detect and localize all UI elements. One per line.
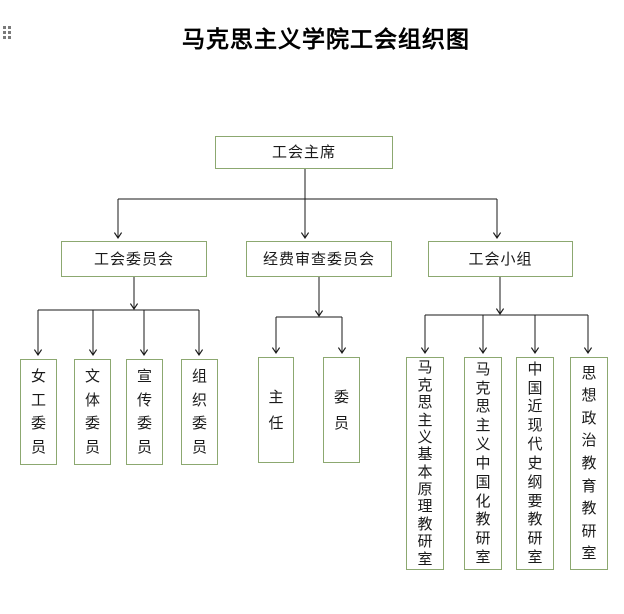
drag-dot (3, 36, 6, 39)
node-marxism-sinicization-office: 马克思主义中国化教研室 (464, 357, 502, 570)
node-funds-review-committee: 经费审查委员会 (246, 241, 392, 277)
drag-dot (3, 31, 6, 34)
drag-dot (3, 26, 6, 29)
drag-dot (8, 26, 11, 29)
node-organization-member: 组织委员 (181, 359, 218, 465)
node-ideological-political-education-office: 思想政治教育教研室 (570, 357, 608, 570)
node-union-group: 工会小组 (428, 241, 573, 277)
node-member: 委员 (323, 357, 360, 463)
drag-dot (8, 31, 11, 34)
drag-dot (8, 36, 11, 39)
page-title: 马克思主义学院工会组织图 (182, 26, 470, 53)
node-women-worker-member: 女工委员 (20, 359, 57, 465)
node-union-committee: 工会委员会 (61, 241, 207, 277)
node-union-chairman: 工会主席 (215, 136, 393, 169)
node-publicity-member: 宣传委员 (126, 359, 163, 465)
node-culture-sports-member: 文体委员 (74, 359, 111, 465)
drag-handle-icon[interactable] (3, 26, 13, 41)
node-director: 主任 (258, 357, 294, 463)
node-modern-chinese-history-office: 中国近现代史纲要教研室 (516, 357, 554, 570)
node-marxism-basic-principles-office: 马克思主义基本原理教研室 (406, 357, 444, 570)
